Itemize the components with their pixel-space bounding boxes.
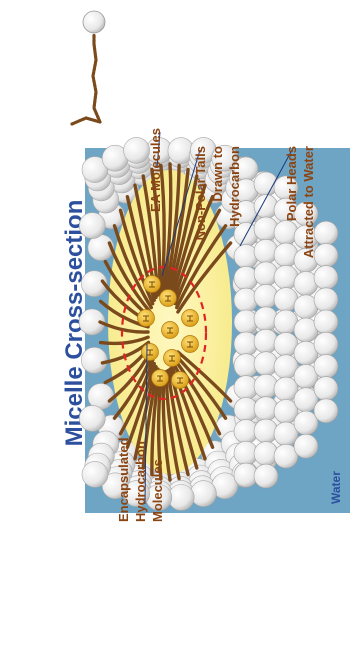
label-water: Water [329,471,343,504]
polar-head [79,405,105,431]
polar-head [314,332,338,356]
ea-molecule-tail [72,34,100,124]
polar-head [314,399,338,423]
polar-head [314,243,338,267]
polar-head [81,347,107,373]
label-nonpolar-line3: Hydrocarbon [227,146,242,227]
polar-head [314,221,338,245]
ea-molecule-head [83,11,105,33]
polar-head [82,461,108,487]
label-polar-line1: Polar Heads [284,146,299,221]
polar-head [314,310,338,334]
label-encapsulated-line3: Molecules [150,459,165,522]
polar-head [294,434,318,458]
polar-head [254,464,278,488]
polar-head [79,213,105,239]
label-encapsulated-line2: Hydrocarbon [133,441,148,522]
polar-head [314,266,338,290]
polar-head [314,288,338,312]
label-nonpolar-line1: Non-Polar Tails [193,146,208,240]
label-encapsulated-line1: Encapsulated [116,437,131,522]
polar-head [314,377,338,401]
ea-molecule-icon [72,11,105,124]
label-ea-molecules: EA Molecules [148,128,163,212]
label-polar-line2: Attracted to Water [301,146,316,258]
polar-head [314,354,338,378]
label-nonpolar-line2: Drawn to [210,146,225,202]
polar-head [190,481,216,507]
polar-head [124,137,150,163]
